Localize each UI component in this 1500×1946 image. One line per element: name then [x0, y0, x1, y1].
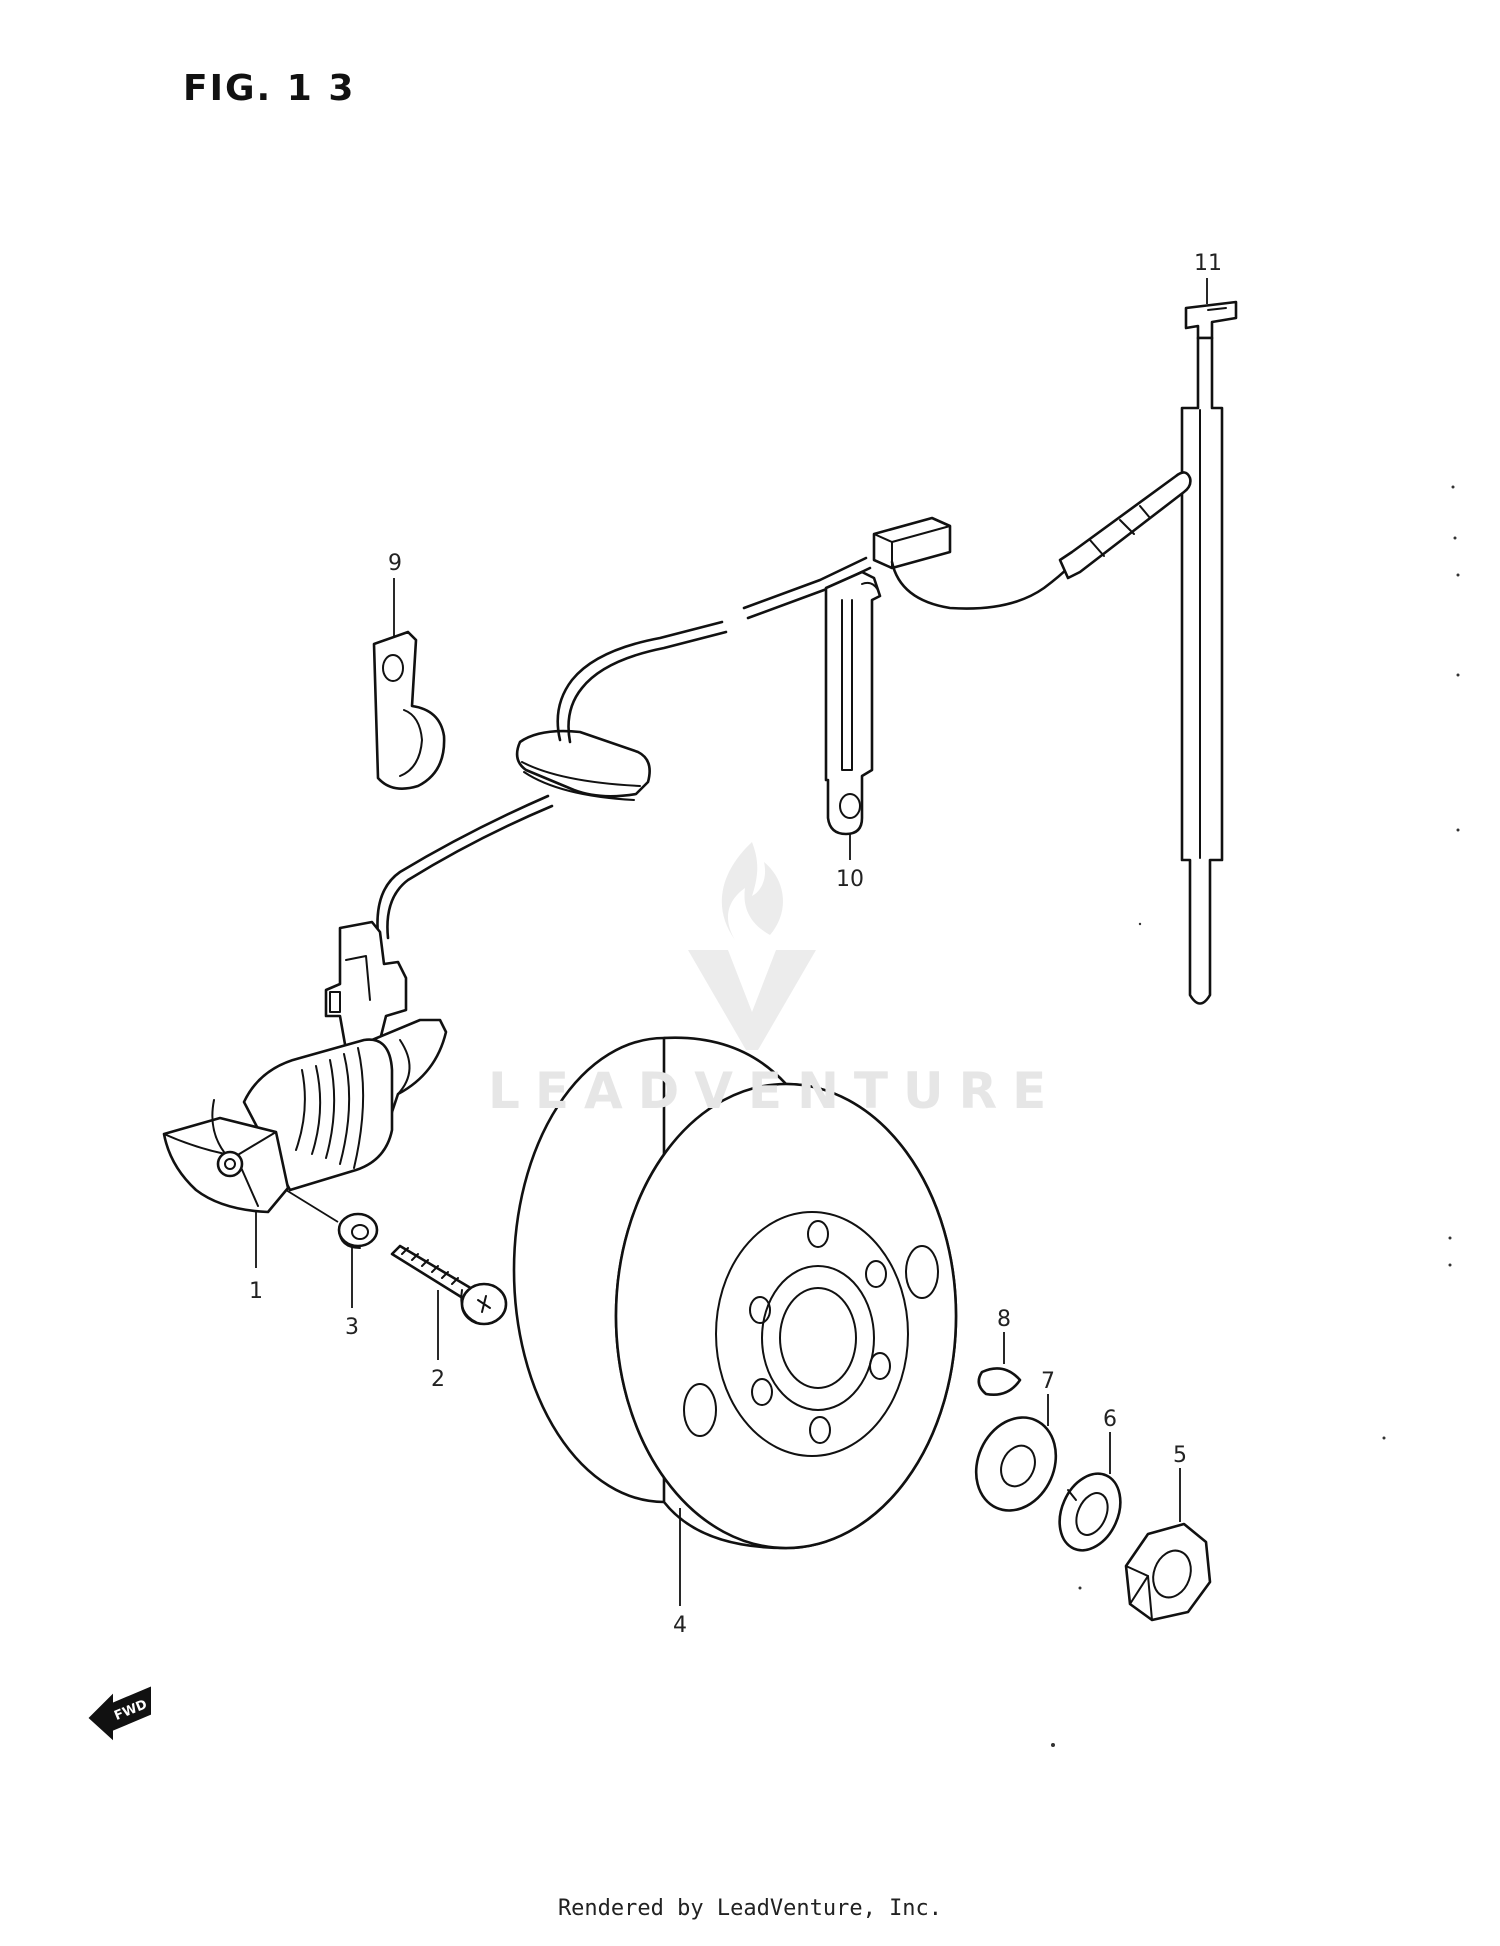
callout-8: 8	[997, 1307, 1011, 1332]
callout-4: 4	[673, 1613, 687, 1638]
part-3-washer	[337, 1212, 379, 1249]
part-8-woodruff-key	[977, 1367, 1022, 1396]
part-5-nut	[1124, 1522, 1212, 1622]
leader-lines	[255, 278, 1208, 1606]
callout-3: 3	[345, 1315, 359, 1340]
wire-harness	[376, 471, 1192, 940]
part-6-lock-washer	[1058, 1472, 1122, 1552]
callout-2: 2	[431, 1367, 445, 1392]
callout-5: 5	[1173, 1443, 1187, 1468]
callout-1: 1	[249, 1279, 263, 1304]
part-11-cable-tie	[1180, 300, 1238, 1005]
part-10-clamp-bracket	[824, 570, 882, 836]
callout-10: 10	[836, 867, 864, 892]
footer-credit: Rendered by LeadVenture, Inc.	[557, 1896, 943, 1921]
part-9-wire-clamp	[372, 630, 446, 790]
callout-7: 7	[1041, 1369, 1055, 1394]
figure-title: FIG. 1 3	[183, 68, 356, 109]
scan-specks	[1051, 485, 1460, 1747]
callout-6: 6	[1103, 1407, 1117, 1432]
watermark-logo	[688, 842, 816, 1050]
part-7-flat-washer	[974, 1416, 1058, 1512]
watermark-text: LEADVENTURE	[488, 1062, 1062, 1120]
part-1-ignition-coil	[162, 920, 448, 1214]
part-4-flywheel-rotor	[512, 1036, 958, 1550]
part-2-screw	[390, 1244, 508, 1326]
fwd-arrow-icon: FWD	[88, 1686, 151, 1741]
callout-11: 11	[1194, 251, 1222, 276]
callout-9: 9	[388, 551, 402, 576]
